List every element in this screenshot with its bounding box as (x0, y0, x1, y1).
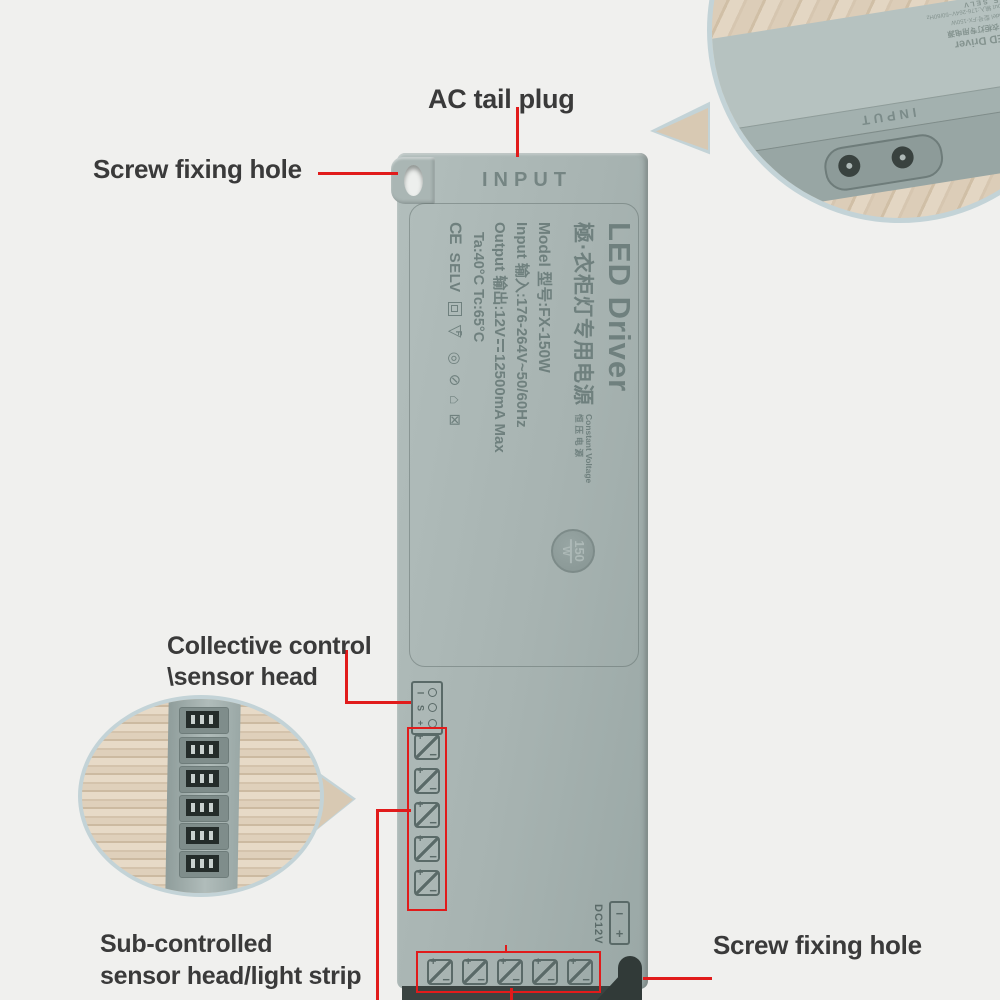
pointer-line-screw-bottom (643, 977, 712, 980)
output-port: +− (497, 956, 523, 987)
pin-label: S (415, 704, 426, 711)
pointer-tick-bottom-ports (505, 945, 507, 952)
output-port: +− (414, 731, 440, 762)
certification-icons-row: CE SELV ▽ F ◎ ⊘ ⌂ ⊠ (445, 222, 465, 522)
print-output-suffix: 12500mA Max (491, 354, 508, 453)
terminal-plus: + (615, 925, 624, 941)
power-badge: 150 W (551, 529, 595, 573)
inset-connector-port (179, 766, 229, 793)
output-port: +− (567, 956, 593, 987)
pointer-line-collective-v (345, 650, 348, 704)
cert-circle-icon: ◎ (446, 351, 463, 365)
label-screw-fixing-hole-bottom: Screw fixing hole (713, 930, 922, 960)
pin-label: + (415, 720, 426, 726)
print-temp-line: Ta:40°C Tc:65°C (470, 232, 486, 343)
print-title: LED Driver (602, 222, 637, 393)
badge-power: 150 (570, 539, 588, 563)
label-sub-line1: Sub-controlled (100, 930, 273, 958)
print-subtitle-cn: 極·衣柜灯专用电源 (571, 222, 594, 406)
output-port: +− (427, 956, 453, 987)
selv-mark: SELV (446, 252, 464, 293)
highlight-box-side-ports (407, 727, 447, 911)
constant-voltage-cn: 恒压电源 (574, 414, 584, 461)
label-ac-tail-plug: AC tail plug (428, 84, 575, 114)
screw-hole (404, 165, 423, 196)
label-collective-line1: Collective control (167, 632, 372, 660)
pointer-line-sub-h (376, 809, 411, 812)
label-collective-line2: \sensor head (167, 663, 318, 691)
label-collective-control: Collective control \sensor head (167, 631, 372, 693)
print-output-line: Output 输出:12V 12500mA Max (490, 222, 511, 522)
indoor-use-icon: ⌂ (446, 395, 464, 405)
label-sub-line2: sensor head/light strip (100, 962, 362, 990)
pin-hole-icon (428, 703, 437, 713)
device-bottom-edge (402, 986, 642, 1000)
socket-pin-icon (899, 153, 907, 161)
output-port: +− (532, 956, 558, 987)
print-output-prefix: Output 输出:12V (491, 222, 508, 337)
inset-device-end-view: LED Driver 極·衣柜灯专用电源 Model 型号:FX-150W In… (712, 0, 1000, 218)
ce-mark-icon: CE (446, 222, 465, 244)
print-input-line: Input 输入:176-264V~50/60Hz (513, 222, 530, 428)
output-port: +− (414, 867, 440, 898)
ac-c7-socket (821, 131, 946, 194)
dc12v-label: DC12V (592, 904, 604, 945)
pointer-line-collective-h (345, 701, 411, 704)
inset-connector-port (179, 851, 229, 878)
inset-bottom-left-photo (78, 695, 324, 897)
inset-device-print: LED Driver 極·衣柜灯专用电源 Model 型号:FX-150W In… (767, 0, 1000, 79)
screw-fixing-notch-bottom (618, 956, 642, 1000)
dc-output-terminal: − + (609, 901, 630, 945)
pointer-line-bottom-ports (510, 988, 513, 1000)
socket-hole-right (890, 144, 916, 171)
device-print-block: LED Driver 極·衣柜灯专用电源 Constant Voltage 恒压… (418, 222, 637, 522)
output-port: +− (414, 799, 440, 830)
cert-circle2-icon: ⊘ (446, 373, 463, 387)
badge-unit: W (560, 546, 572, 556)
class-ii-icon (448, 301, 462, 316)
weee-bin-icon: ⊠ (446, 413, 463, 427)
screw-fixing-tab-top (391, 157, 435, 204)
inset-connector-port (179, 737, 229, 764)
pointer-line-screw-top (318, 172, 398, 175)
inset-connector-port (179, 795, 229, 822)
input-label: INPUT (482, 169, 572, 191)
dc-symbol-icon (493, 339, 504, 352)
highlight-box-bottom-ports (416, 951, 601, 993)
constant-voltage-en: Constant Voltage (584, 414, 594, 484)
output-port: +− (462, 956, 488, 987)
pointer-line-sub-v (376, 809, 379, 1000)
inset-connector-port (179, 823, 229, 850)
output-port: +− (414, 765, 440, 796)
pin-hole-icon (428, 688, 437, 698)
pin-label: I (415, 691, 426, 694)
terminal-minus: − (615, 905, 624, 921)
label-screw-fixing-hole-top: Screw fixing hole (93, 154, 302, 184)
socket-pin-icon (845, 162, 853, 170)
socket-hole-left (836, 153, 862, 179)
output-port: +− (414, 833, 440, 864)
constant-voltage-block: Constant Voltage 恒压电源 (574, 414, 599, 483)
label-sub-controlled: Sub-controlled sensor head/light strip (100, 928, 362, 992)
pointer-line-ac-plug (516, 107, 519, 157)
inset-connector-port (179, 707, 229, 734)
label-panel-outline (409, 203, 639, 667)
thermal-fuse-icon: ▽ F (446, 324, 465, 338)
inset-top-right-photo: LED Driver 極·衣柜灯专用电源 Model 型号:FX-150W In… (707, 0, 1000, 223)
print-model-line: Model 型号:FX-150W (535, 222, 552, 373)
